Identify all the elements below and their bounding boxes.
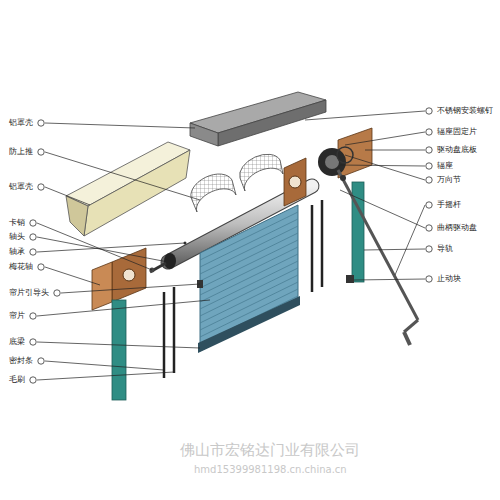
part-label: 铝罩壳	[8, 182, 34, 192]
leader-line	[45, 123, 195, 128]
part-label: 梅花轴	[8, 262, 34, 272]
leader-line	[345, 155, 425, 180]
callout-marker	[30, 220, 36, 226]
callout-marker	[38, 184, 44, 190]
leader-lines	[37, 111, 425, 380]
slat-line	[200, 240, 298, 288]
part-label: 底梁	[8, 337, 26, 347]
leader-line	[37, 342, 200, 348]
callout-marker	[426, 202, 432, 208]
leader-line	[354, 279, 425, 280]
callout-marker	[30, 377, 36, 383]
part-label: 驱动盘底板	[436, 145, 478, 155]
slat-line	[200, 247, 298, 295]
part-label: 轴头	[8, 232, 26, 242]
callout-marker	[426, 177, 432, 183]
guide-rails	[164, 200, 322, 378]
leader-line	[340, 190, 425, 228]
callout-marker	[54, 290, 60, 296]
curtain	[198, 205, 300, 353]
top-cover	[190, 92, 326, 146]
part-label: 万向节	[436, 175, 462, 185]
watermark: hmd15399981198.cn.china.cn	[193, 465, 348, 475]
slat-line	[200, 261, 298, 309]
leader-line	[37, 223, 152, 270]
slat-line	[200, 254, 298, 302]
part-label: 铝罩壳	[8, 118, 34, 128]
leader-line	[37, 237, 168, 262]
callout-marker	[30, 234, 36, 240]
leader-line	[45, 187, 90, 205]
callout-marker	[426, 225, 432, 231]
callout-marker	[426, 147, 432, 153]
callout-marker	[426, 246, 432, 252]
callout-marker	[30, 313, 36, 319]
slat-line	[200, 226, 298, 274]
part-label: 曲柄驱动盘	[436, 223, 478, 233]
part-label: 导轨	[436, 244, 454, 254]
part-label: 辐座	[436, 161, 454, 171]
leader-line	[37, 300, 210, 316]
callout-marker	[426, 163, 432, 169]
callout-marker	[38, 149, 44, 155]
slat-line	[200, 275, 298, 323]
part-label: 帘片引导头	[8, 288, 50, 298]
callout-marker	[38, 120, 44, 126]
leader-line	[61, 284, 200, 293]
leader-line	[45, 152, 200, 200]
part-label: 不锈钢安装螺钉	[436, 106, 494, 116]
callout-marker	[30, 339, 36, 345]
part-label: 轴承	[8, 247, 26, 257]
slat-line	[200, 212, 298, 260]
part-label: 毛刷	[8, 375, 26, 385]
callout-marker	[38, 264, 44, 270]
leader-line	[45, 361, 164, 370]
part-label: 帘片	[8, 311, 26, 321]
part-label: 辐座固定片	[436, 127, 478, 137]
leader-line	[365, 150, 425, 151]
leader-line	[340, 165, 425, 166]
part-label: 手摇杆	[436, 200, 462, 210]
part-label: 止动块	[436, 274, 462, 284]
slat-line	[200, 289, 298, 337]
callout-markers	[30, 108, 432, 383]
part-label: 防上推	[8, 147, 34, 157]
callout-marker	[30, 249, 36, 255]
callout-marker	[426, 129, 432, 135]
part-label: 卡销	[8, 218, 26, 228]
watermark: 佛山市宏铭达门业有限公司	[179, 445, 361, 455]
callout-marker	[38, 358, 44, 364]
right-bracket	[284, 128, 418, 345]
slat-line	[200, 233, 298, 281]
left-bracket	[92, 248, 146, 400]
leader-line	[364, 249, 425, 250]
leader-line	[305, 111, 425, 120]
callout-marker	[426, 108, 432, 114]
part-label: 密封条	[8, 356, 34, 366]
leader-line	[37, 372, 174, 380]
leader-line	[45, 267, 100, 285]
leader-line	[37, 243, 185, 252]
lower-cover	[66, 142, 190, 236]
leader-line	[395, 205, 425, 275]
leader-line	[345, 132, 425, 145]
slat-line	[200, 219, 298, 267]
callout-marker	[426, 276, 432, 282]
